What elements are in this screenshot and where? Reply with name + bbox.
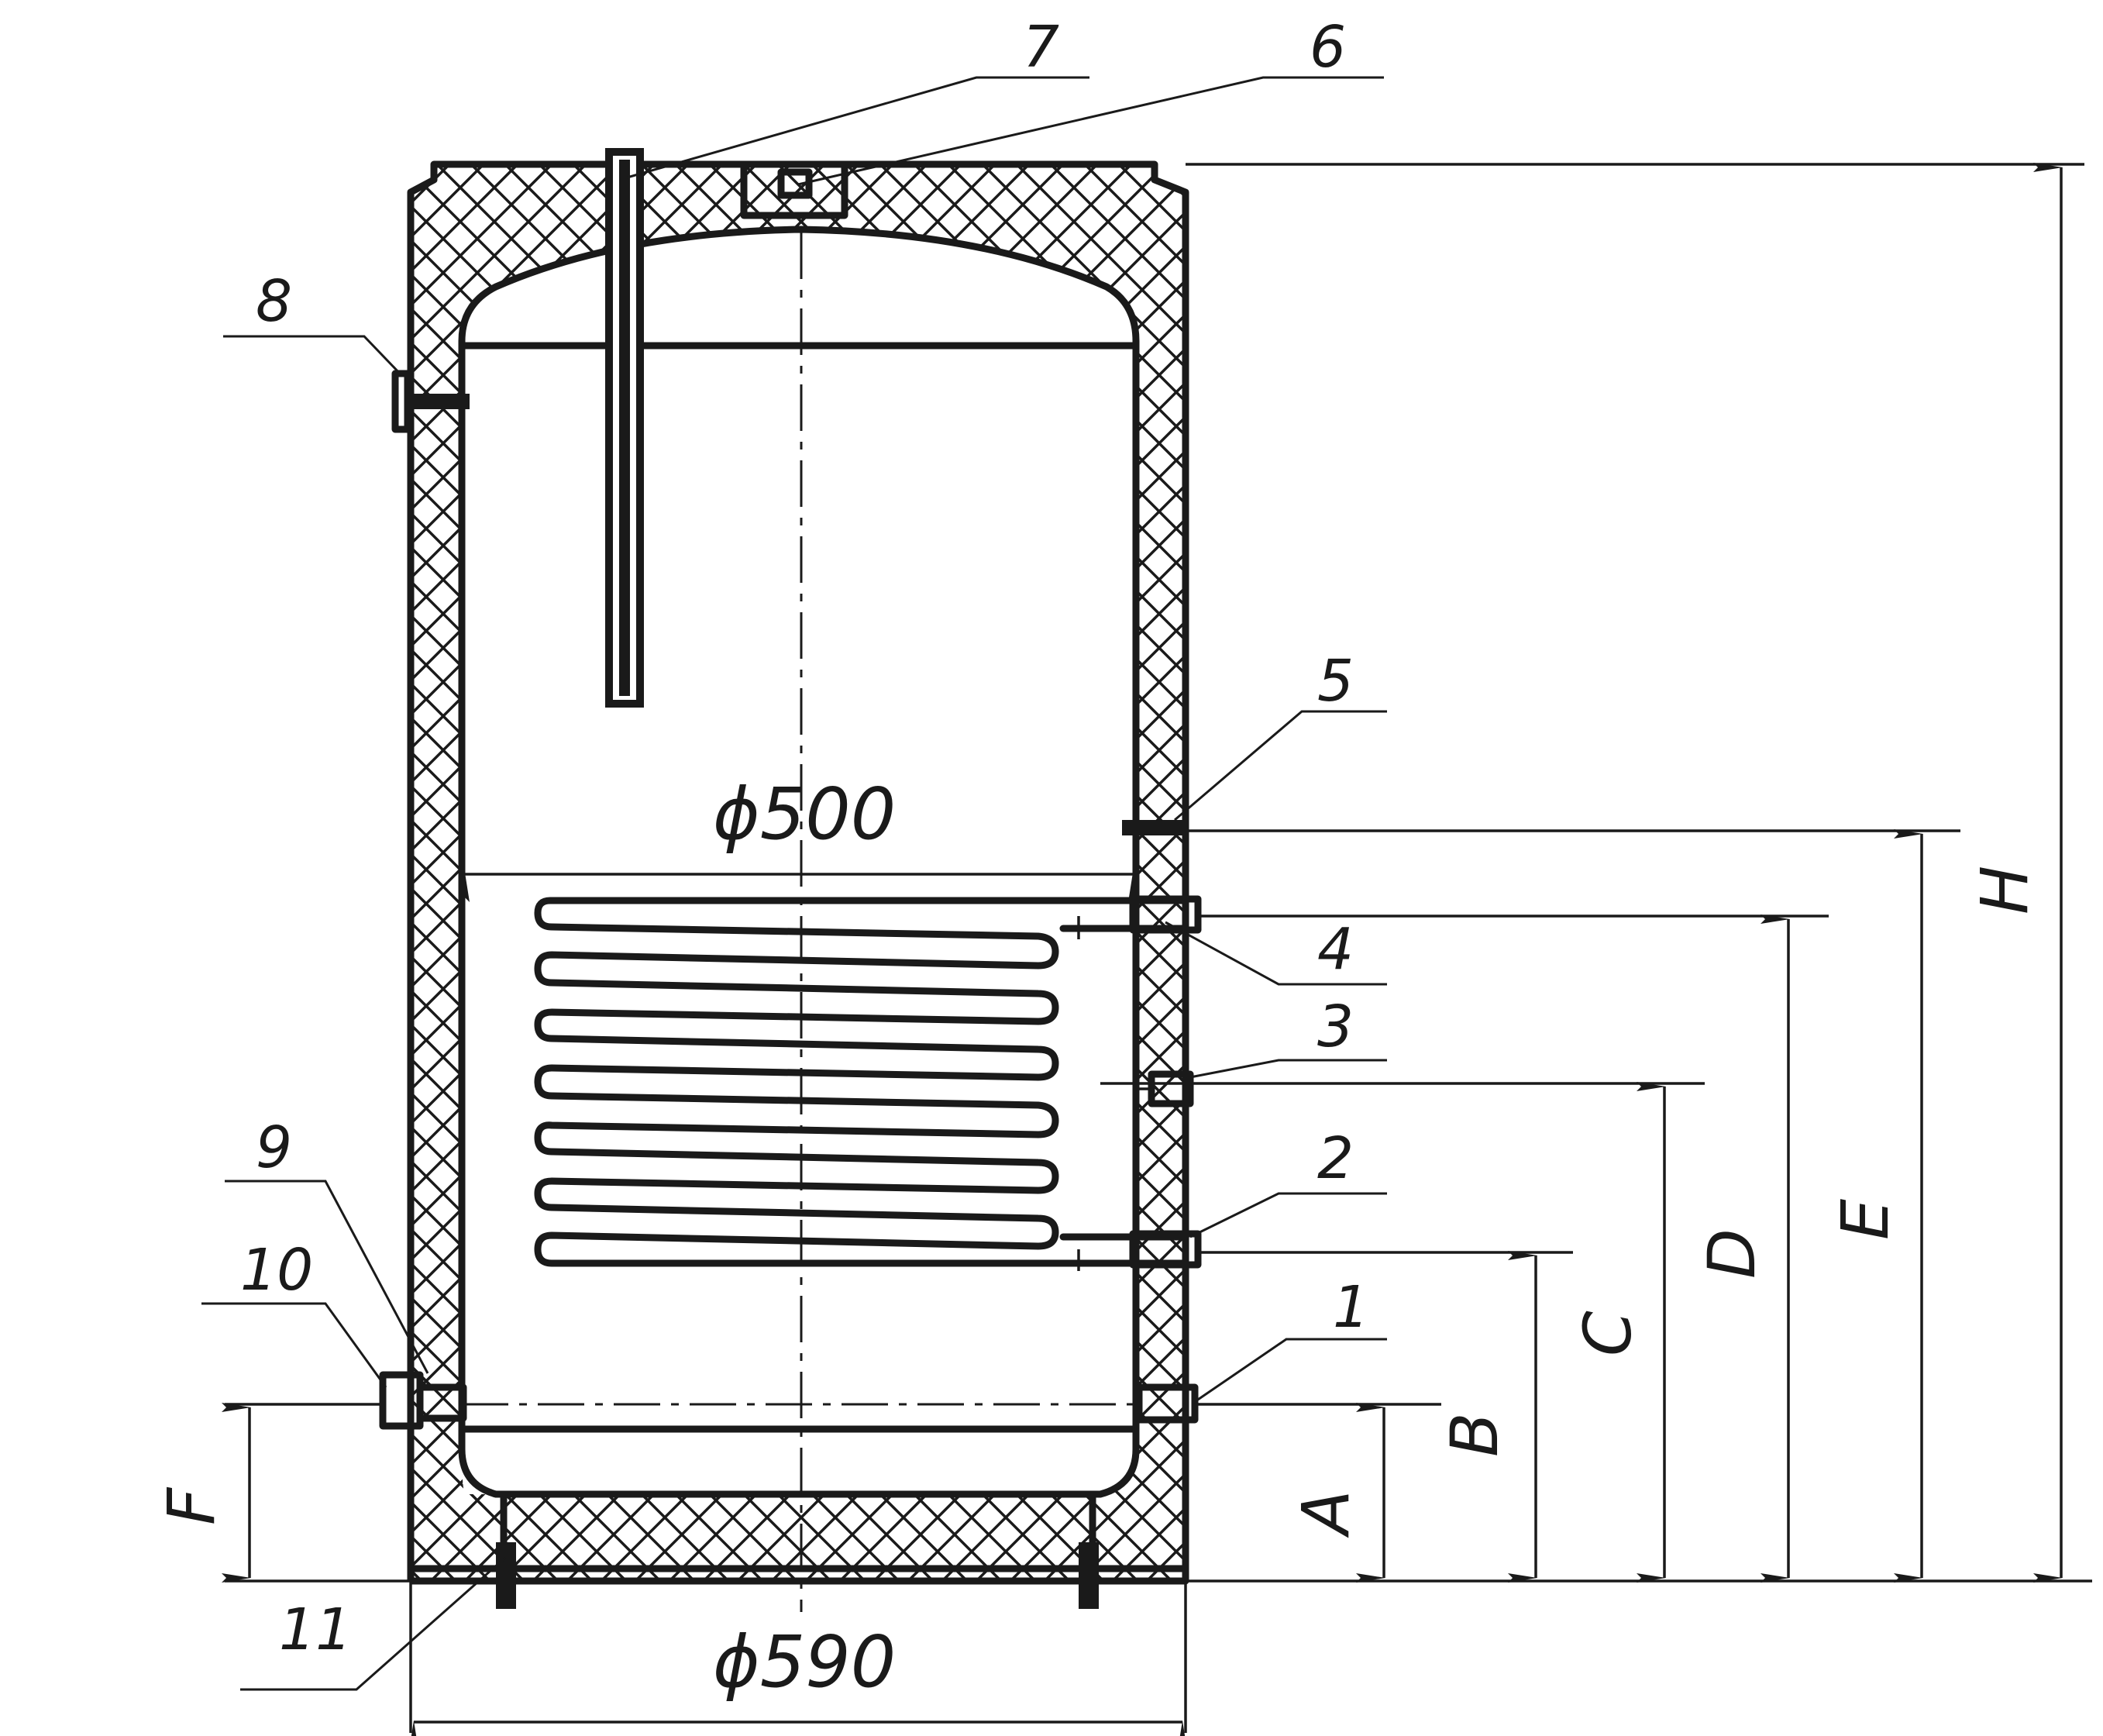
outer-casing — [407, 160, 1189, 1585]
leader-1 — [1193, 1338, 1387, 1404]
leader-2 — [1189, 1192, 1387, 1238]
part-number-4: 4 — [1317, 916, 1354, 983]
leader-5 — [1174, 710, 1387, 822]
part-number-1: 1 — [1333, 1274, 1369, 1341]
part-number-7: 7 — [1023, 14, 1059, 81]
socket-5 — [1122, 820, 1186, 835]
dimension-H-label: H — [1967, 866, 2043, 914]
leader-9 — [225, 1180, 429, 1374]
socket-8 — [391, 370, 411, 433]
part-number-9: 9 — [256, 1114, 292, 1181]
socket-2 — [1129, 1230, 1202, 1269]
part-number-8: 8 — [256, 268, 292, 335]
dimension-D-label: D — [1694, 1228, 1770, 1279]
insulation-jacket — [411, 164, 1186, 1581]
part-number-2: 2 — [1317, 1125, 1354, 1192]
top-port — [777, 168, 813, 199]
inner-diameter-label: ϕ500 — [713, 773, 896, 856]
dimension-F-label: F — [153, 1486, 229, 1525]
leader-6 — [797, 76, 1384, 186]
socket-9 — [416, 1383, 467, 1422]
part-number-11: 11 — [279, 1596, 352, 1663]
foot-right — [1079, 1542, 1099, 1609]
dimension-C-label: C — [1570, 1311, 1646, 1356]
leader-4 — [1165, 921, 1387, 986]
socket-4 — [1129, 895, 1202, 934]
top-cap — [740, 164, 848, 219]
leader-8 — [223, 335, 403, 377]
dimension-B-label: B — [1437, 1412, 1513, 1457]
inner-tank — [458, 226, 1140, 1498]
socket-8-pipe — [408, 394, 470, 409]
part-number-5: 5 — [1317, 648, 1354, 715]
dimension-E-label: E — [1827, 1199, 1903, 1240]
leader-7 — [624, 76, 1089, 180]
outer-diameter-label: ϕ590 — [713, 1621, 896, 1703]
leader-10 — [201, 1302, 387, 1388]
part-number-6: 6 — [1310, 14, 1346, 81]
leader-11 — [240, 1556, 506, 1691]
heat-exchanger-coil — [534, 897, 1189, 1271]
part-number-10: 10 — [240, 1237, 313, 1304]
leader-3 — [1189, 1059, 1387, 1079]
dimension-A-label: A — [1288, 1490, 1364, 1538]
part-number-3: 3 — [1317, 994, 1354, 1060]
